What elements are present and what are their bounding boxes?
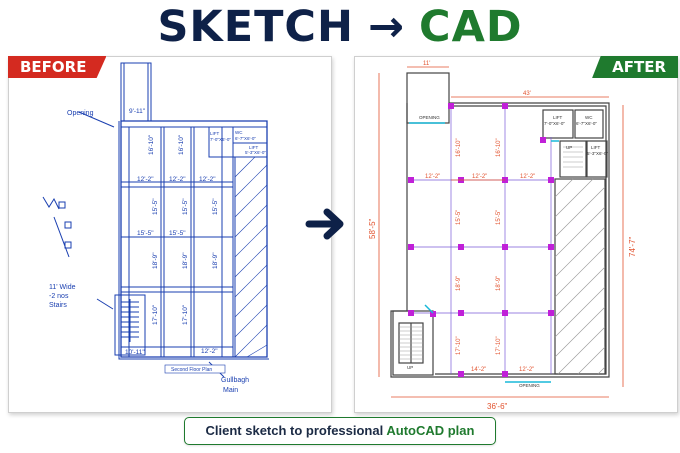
cad-lift-label: LIFT — [553, 115, 563, 120]
cad-drawing: 11' 43' 58'-5" 74'-7" 36'-6" 16'-10" 16'… — [368, 61, 637, 411]
cad-wc-dim: 6'-7"X6'-0" — [576, 121, 597, 126]
sketch-dim: 12'-2" — [169, 176, 186, 183]
sketch-dim: 16'-10" — [148, 134, 155, 155]
banner-title: SKETCH → CAD — [0, 2, 680, 52]
sketch-dim: 18'-9" — [182, 252, 189, 269]
sketch-dim: 18'-9" — [212, 252, 219, 269]
cad-wc-label: WC — [585, 115, 593, 120]
dim-left-total: 58'-5" — [368, 218, 377, 239]
sketch-dim: 16'-10" — [178, 134, 185, 155]
dim-top-small: 11' — [423, 61, 430, 67]
title-cad: CAD — [419, 2, 523, 52]
cad-lift-dim: 7'-0"X6'-0" — [544, 121, 565, 126]
sketch-wc-label: WC — [235, 130, 243, 135]
sketch-drawing: Opening 11' Wide -2 nos Stairs Gullbagh … — [42, 62, 269, 394]
sketch-lift2-label: LIFT — [249, 145, 259, 150]
before-panel: BEFORE — [8, 56, 332, 413]
sketch-dim: 12'-2" — [137, 176, 154, 183]
dim-bottom-total: 36'-6" — [487, 402, 508, 411]
sketch-dim: 9'-11" — [129, 108, 146, 115]
sketch-note-stairs-2: -2 nos — [49, 293, 69, 300]
dim: 12'-2" — [472, 174, 487, 180]
cad-up-label: UP — [566, 145, 572, 150]
dim: 15'-5" — [496, 210, 502, 225]
dim-right-total: 74'-7" — [628, 236, 637, 257]
dim: 14'-2" — [471, 367, 486, 373]
transform-arrow-icon — [305, 208, 344, 240]
dim-top-wide: 43' — [523, 91, 531, 97]
sketch-note-stairs-3: Stairs — [49, 302, 67, 309]
dim: 12'-2" — [519, 367, 534, 373]
dim: 18'-9" — [456, 276, 462, 291]
cad-lift2-dim: 5'-3"X6'-0" — [587, 151, 608, 156]
sketch-wc-dim: 6'-7"X6'-0" — [235, 136, 256, 141]
sketch-note-opening: Opening — [67, 110, 94, 117]
cad-opening-bottom-label: OPENING — [519, 383, 540, 388]
caption-banner: Client sketch to professional AutoCAD pl… — [184, 417, 496, 445]
caption-text: Client sketch to professional — [205, 423, 387, 438]
cad-columns — [408, 103, 554, 377]
dim: 15'-5" — [456, 210, 462, 225]
sketch-dim: 18'-9" — [152, 252, 159, 269]
dim: 16'-10" — [456, 138, 462, 157]
dim: 18'-9" — [496, 276, 502, 291]
dim: 12'-2" — [520, 174, 535, 180]
dim: 17'-10" — [496, 336, 502, 355]
sketch-dim: 15'-5" — [212, 198, 219, 215]
title-sketch: SKETCH — [157, 2, 354, 52]
cad-up2-label: UP — [407, 365, 413, 370]
sketch-dim: 17'-10" — [182, 304, 189, 325]
caption-highlight: AutoCAD plan — [386, 423, 475, 438]
sketch-dim: 15'-5" — [169, 230, 186, 237]
before-tag: BEFORE — [8, 56, 107, 78]
sketch-dim: 17'-10" — [152, 304, 159, 325]
dim: 12'-2" — [425, 174, 440, 180]
sketch-stairs — [114, 294, 146, 356]
dim: 17'-10" — [456, 336, 462, 355]
sketch-dim: 12'-2" — [199, 176, 216, 183]
sketch-dim: 15'-5" — [182, 198, 189, 215]
sketch-dim: 12'-2" — [201, 348, 218, 355]
sketch-lift2-dim: 5'-3"X6'-0" — [245, 150, 266, 155]
sketch-note-stairs-1: 11' Wide — [49, 284, 76, 291]
after-panel: AFTER — [354, 56, 678, 413]
sketch-lift-dim: 7'-0"X6'-0" — [210, 137, 231, 142]
cad-dimensions: 11' 43' 58'-5" 74'-7" 36'-6" 16'-10" 16'… — [368, 61, 637, 411]
sketch-dim: 15'-5" — [137, 230, 154, 237]
cad-lift2-label: LIFT — [591, 145, 601, 150]
cad-opening-top-label: OPENING — [419, 115, 440, 120]
sketch-dim: 10'-11" — [125, 349, 145, 356]
after-tag: AFTER — [592, 56, 678, 78]
title-arrow: → — [367, 2, 406, 52]
sketch-plan-title: Second Floor Plan — [171, 367, 212, 373]
sketch-note-street-2: Main — [223, 387, 238, 394]
dim: 16'-10" — [496, 138, 502, 157]
sketch-lift-label: LIFT — [210, 131, 220, 136]
sketch-note-street-1: Gullbagh — [221, 377, 249, 384]
sketch-dim: 15'-5" — [152, 198, 159, 215]
